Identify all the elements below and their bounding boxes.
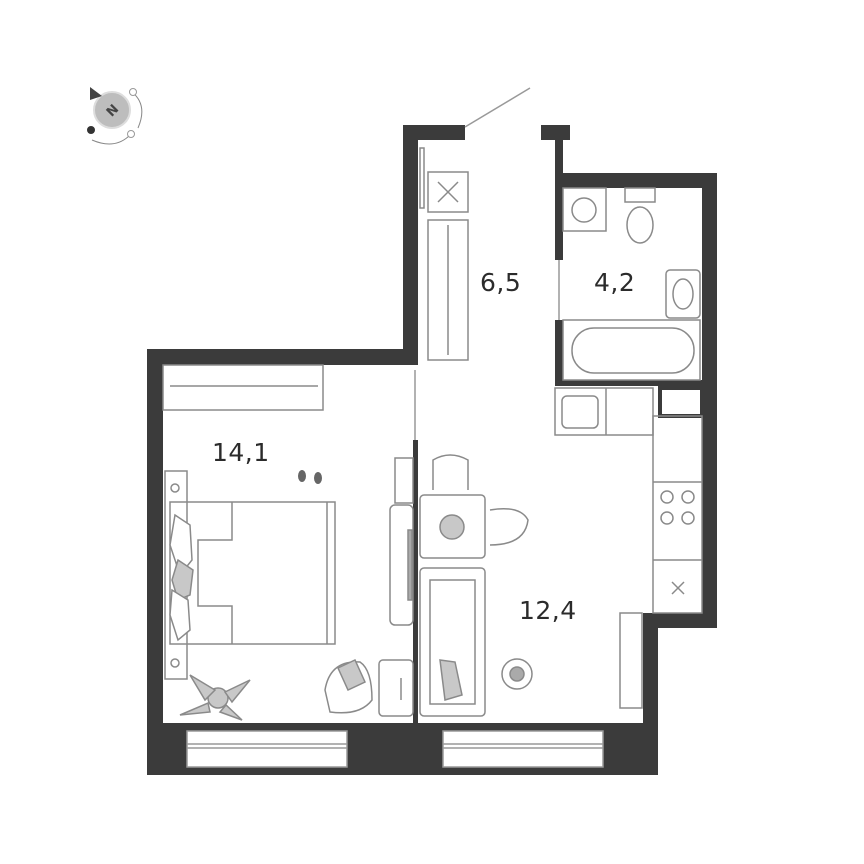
room-area-bedroom: 14,1 [212,438,270,467]
room-area-hallway: 6,5 [480,268,522,297]
windows [186,730,604,768]
furniture [162,147,703,721]
compass-icon: N [87,87,143,145]
room-area-bathroom: 4,2 [594,268,636,297]
doors [414,87,560,440]
room-area-living-kitchen: 12,4 [519,596,577,625]
